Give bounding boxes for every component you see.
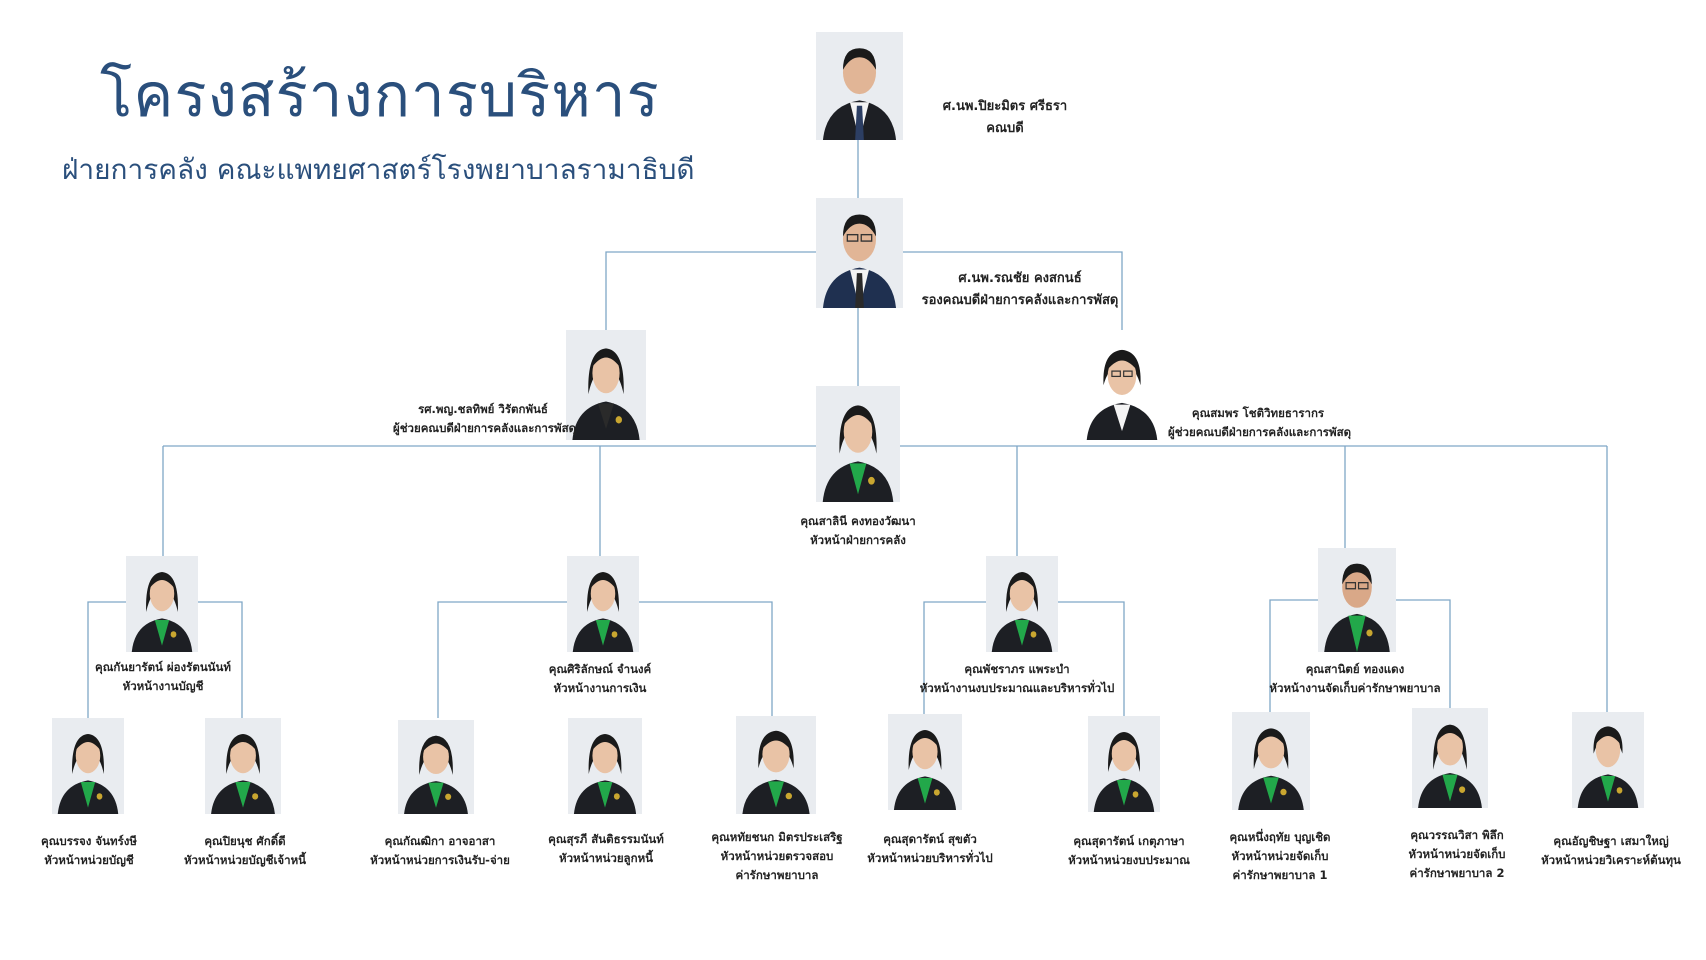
person-label-u4: คุณสุรภี สันติธรรมนันท์ หัวหน้าหน่วยลูกห… [536, 830, 676, 868]
person-label-u1: คุณบรรจง จันทร์งษี หัวหน้าหน่วยบัญชี [29, 832, 149, 870]
person-label-u5: คุณหทัยชนก มิตรประเสริฐ หัวหน้าหน่วยตรวจ… [702, 828, 852, 885]
person-label-u7: คุณสุดารัตน์ เกตุภาษา หัวหน้าหน่วยงบประม… [1059, 832, 1199, 870]
person-name: ศ.นพ.ปิยะมิตร ศรีธรา [942, 99, 1068, 114]
portrait-u6 [888, 714, 962, 810]
person-role: หัวหน้าหน่วยจัดเก็บ [1408, 847, 1506, 861]
person-label-g1: คุณกันยารัตน์ ผ่องรัตนนันท์ หัวหน้างานบั… [88, 658, 238, 696]
person-label-u2: คุณปิยนุช ศักดิ์ดี หัวหน้าหน่วยบัญชีเจ้า… [180, 832, 310, 870]
portrait-u7 [1088, 716, 1160, 812]
person-name: คุณกันยารัตน์ ผ่องรัตนนันท์ [95, 660, 231, 674]
person-label-deputy: ศ.นพ.รณชัย คงสกนธ์ รองคณบดีฝ่ายการคลังแล… [905, 268, 1135, 312]
person-name: คุณวรรณวิสา พิลึก [1410, 828, 1504, 842]
person-role: หัวหน้าหน่วยลูกหนี้ [558, 851, 654, 865]
person-name: คุณสุรภี สันติธรรมนันท์ [548, 832, 664, 846]
person-name: คุณบรรจง จันทร์งษี [41, 834, 137, 848]
page-subtitle: ฝ่ายการคลัง คณะแพทยศาสตร์โรงพยาบาลรามาธิ… [62, 153, 695, 186]
person-role: หัวหน้างานจัดเก็บค่ารักษาพยาบาล [1269, 681, 1441, 695]
person-role: หัวหน้าหน่วยวิเคราะห์ต้นทุน [1541, 853, 1681, 867]
portrait-u10 [1572, 712, 1644, 808]
person-label-dean: ศ.นพ.ปิยะมิตร ศรีธรา คณบดี [930, 96, 1080, 140]
person-label-u8: คุณหนึ่งฤทัย บุญเชิด หัวหน้าหน่วยจัดเก็บ… [1210, 828, 1350, 885]
portrait-g4 [1318, 548, 1396, 652]
person-name: คุณพัชราภร แพระบำ [964, 662, 1070, 676]
person-name: คุณสุดารัตน์ เกตุภาษา [1073, 834, 1185, 848]
portrait-u2 [205, 718, 281, 814]
person-name: คุณหทัยชนก มิตรประเสริฐ [711, 830, 843, 844]
person-name: คุณสาลินี คงทองวัฒนา [800, 514, 916, 528]
person-role: ผู้ช่วยคณบดีฝ่ายการคลังและการพัสดุ [1168, 425, 1352, 439]
portrait-g3 [986, 556, 1058, 652]
page-title: โครงสร้างการบริหาร [100, 61, 660, 131]
person-label-u10: คุณอัญชิษฐา เสมาใหญ่ หัวหน้าหน่วยวิเคราะ… [1536, 832, 1686, 870]
person-name: คุณอัญชิษฐา เสมาใหญ่ [1553, 834, 1669, 848]
person-name: คุณศิริลักษณ์ จำนงค์ [548, 662, 652, 676]
person-name: คุณสมพร โชติวิทยธารากร [1191, 406, 1325, 420]
person-role: หัวหน้าหน่วยการเงินรับ-จ่าย [370, 853, 510, 867]
portrait-u8 [1232, 712, 1310, 810]
person-label-u6: คุณสุดารัตน์ สุขตัว หัวหน้าหน่วยบริหารทั… [860, 830, 1000, 868]
person-name: คุณสุดารัตน์ สุขตัว [883, 832, 977, 846]
person-role-line2: ค่ารักษาพยาบาล 2 [1409, 866, 1505, 880]
person-role: หัวหน้าหน่วยงบประมาณ [1068, 853, 1190, 867]
portrait-assist2 [1080, 334, 1164, 440]
portrait-u3 [398, 720, 474, 814]
portrait-deputy [816, 198, 903, 308]
person-label-head: คุณสาลินี คงทองวัฒนา หัวหน้าฝ่ายการคลัง [798, 512, 918, 550]
person-name: รศ.พญ.ชลทิพย์ วิรัตกพันธ์ [418, 402, 548, 416]
person-role: หัวหน้าฝ่ายการคลัง [810, 533, 906, 547]
person-label-assist1: รศ.พญ.ชลทิพย์ วิรัตกพันธ์ ผู้ช่วยคณบดีฝ่… [393, 400, 577, 438]
portrait-u1 [52, 718, 124, 814]
person-role: หัวหน้างานการเงิน [553, 681, 647, 695]
person-role-line2: ค่ารักษาพยาบาล [735, 868, 819, 882]
portrait-u5 [736, 716, 816, 814]
person-label-u9: คุณวรรณวิสา พิลึก หัวหน้าหน่วยจัดเก็บ ค่… [1392, 826, 1522, 883]
person-name: คุณหนึ่งฤทัย บุญเชิด [1229, 830, 1331, 844]
person-label-g4: คุณสานิตย์ ทองแดง หัวหน้างานจัดเก็บค่ารั… [1260, 660, 1450, 698]
person-role: ผู้ช่วยคณบดีฝ่ายการคลังและการพัสดุ [393, 421, 577, 435]
portrait-g1 [126, 556, 198, 652]
person-role-line2: ค่ารักษาพยาบาล 1 [1232, 868, 1328, 882]
person-name: คุณปิยนุช ศักดิ์ดี [204, 834, 286, 848]
person-role: หัวหน้าหน่วยบริหารทั่วไป [867, 851, 993, 865]
person-label-g2: คุณศิริลักษณ์ จำนงค์ หัวหน้างานการเงิน [530, 660, 670, 698]
person-label-assist2: คุณสมพร โชติวิทยธารากร ผู้ช่วยคณบดีฝ่ายก… [1168, 404, 1352, 442]
person-role: รองคณบดีฝ่ายการคลังและการพัสดุ [921, 293, 1119, 308]
person-role: หัวหน้าหน่วยบัญชีเจ้าหนี้ [183, 853, 307, 867]
portrait-dean [816, 32, 903, 140]
portrait-g2 [567, 556, 639, 652]
portrait-u9 [1412, 708, 1488, 808]
portrait-head [816, 386, 900, 502]
portrait-u4 [568, 718, 642, 814]
person-role: หัวหน้าหน่วยตรวจสอบ [720, 849, 834, 863]
person-name: ศ.นพ.รณชัย คงสกนธ์ [958, 271, 1082, 286]
person-label-g3: คุณพัชราภร แพระบำ หัวหน้างานงบประมาณและบ… [917, 660, 1117, 698]
person-role: หัวหน้างานบัญชี [122, 679, 204, 693]
person-name: คุณกัณฒิกา อาจอาสา [384, 834, 496, 848]
person-role: หัวหน้าหน่วยจัดเก็บ [1231, 849, 1329, 863]
person-name: คุณสานิตย์ ทองแดง [1305, 662, 1405, 676]
portrait-assist1 [566, 330, 646, 440]
person-role: หัวหน้างานงบประมาณและบริหารทั่วไป [919, 681, 1115, 695]
person-role: คณบดี [986, 121, 1024, 136]
person-role: หัวหน้าหน่วยบัญชี [44, 853, 134, 867]
person-label-u3: คุณกัณฒิกา อาจอาสา หัวหน้าหน่วยการเงินรั… [365, 832, 515, 870]
